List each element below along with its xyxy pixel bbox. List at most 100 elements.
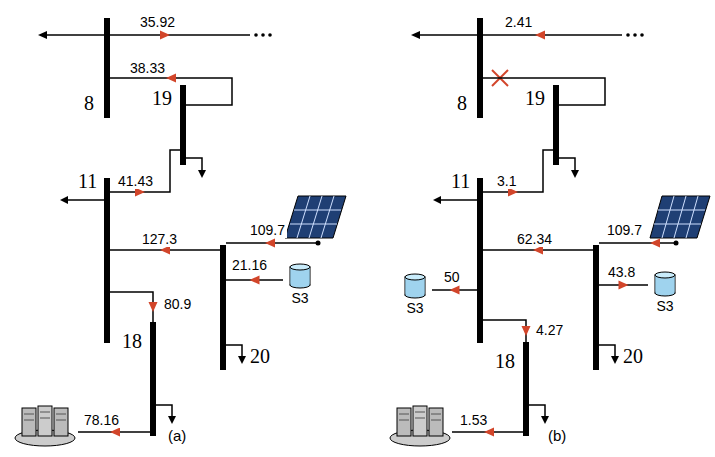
bus-number: 19	[152, 87, 172, 109]
drawing-polygon	[60, 196, 68, 204]
drawing-line	[40, 418, 50, 419]
drawing-polygon	[611, 356, 619, 364]
solar-panel	[650, 196, 710, 238]
drawing-rect	[54, 408, 68, 436]
drawing-line	[56, 420, 66, 421]
drawing-line	[599, 242, 676, 244]
drawing-line	[439, 199, 477, 201]
flow-value: 78.16	[82, 412, 121, 428]
drawing-polygon	[541, 416, 549, 424]
drawing-line	[309, 196, 322, 238]
drawing-line	[110, 34, 250, 36]
bus-number: 8	[457, 92, 467, 114]
storage-name: S3	[648, 298, 682, 314]
drawing-circle	[254, 33, 258, 37]
drawing-g	[110, 31, 660, 437]
flow-connector	[110, 292, 158, 322]
drawing-circle	[316, 241, 321, 246]
panel-caption: (a)	[166, 428, 188, 444]
drawing-circle	[633, 33, 637, 37]
bus-bar: 19	[180, 85, 186, 165]
data-center	[15, 406, 75, 446]
drawing-line	[297, 196, 310, 238]
flow-value: 43.8	[606, 264, 637, 280]
drawing-polygon	[650, 239, 660, 248]
drawing-polygon	[265, 239, 275, 248]
panel-caption: (b)	[546, 428, 568, 444]
storage-unit: S3	[398, 272, 432, 318]
bus-bar: 18	[523, 342, 529, 436]
bus-bar: 8	[477, 18, 483, 118]
flow-connector	[110, 150, 180, 197]
flow-connector	[599, 281, 648, 290]
drawing-circle	[268, 33, 272, 37]
storage-icon	[283, 262, 317, 289]
bus-bar: 11	[477, 178, 483, 343]
drawing-line	[44, 34, 104, 36]
bus-number: 8	[84, 92, 94, 114]
flow-value: 109.7	[248, 222, 287, 238]
arrow-head	[166, 74, 176, 83]
storage-name: S3	[398, 300, 432, 316]
flow-line	[110, 292, 153, 322]
drawing-rect	[413, 406, 427, 436]
flow-value: 4.27	[534, 322, 565, 338]
flow-line	[483, 150, 553, 192]
drawing-line	[686, 196, 698, 238]
bus-number: 19	[525, 87, 545, 109]
bus-number: 18	[122, 330, 142, 352]
flow-value: 35.92	[138, 14, 177, 30]
flow-line	[483, 320, 526, 342]
storage-unit: S3	[283, 262, 317, 308]
drawing-line	[66, 199, 104, 201]
drawing-line	[321, 196, 334, 238]
drawing-g	[38, 31, 679, 424]
drawing-rect	[429, 408, 443, 436]
flow-value: 50	[442, 269, 462, 285]
drawing-line	[399, 420, 409, 421]
solar-panel	[285, 196, 346, 238]
arrow-head	[450, 286, 460, 295]
drawing-line	[24, 414, 34, 415]
drawing-polygon	[238, 356, 246, 364]
drawing-path	[559, 158, 575, 172]
bus-number: 20	[623, 345, 643, 367]
bus-bar: 18	[150, 322, 156, 436]
drawing-g	[290, 196, 341, 238]
drawing-circle	[626, 33, 630, 37]
flow-value: 41.43	[116, 173, 155, 189]
drawing-polygon	[571, 170, 579, 178]
bus-bar: 20	[593, 245, 599, 370]
flow-value: 21.16	[230, 257, 269, 273]
flow-value: 2.41	[503, 14, 534, 30]
drawing-polygon	[38, 31, 47, 39]
drawing-polygon	[650, 196, 710, 238]
cylinder-top	[655, 272, 675, 278]
storage-icon	[398, 272, 432, 299]
drawing-line	[415, 418, 425, 419]
storage-icon	[648, 270, 682, 297]
drawing-g	[654, 196, 705, 238]
drawing-polygon	[110, 428, 120, 437]
flow-connector	[483, 320, 531, 342]
data-center	[390, 406, 450, 446]
bus-bar: 19	[553, 85, 559, 165]
arrow-head	[619, 281, 629, 290]
drawing-g	[399, 412, 441, 420]
drawing-polygon	[160, 31, 170, 40]
flow-value: 109.7	[605, 222, 644, 238]
drawing-g	[24, 412, 66, 420]
flow-connector	[226, 276, 283, 285]
drawing-line	[431, 414, 441, 415]
drawing-line	[40, 412, 50, 413]
flow-value: 1.53	[458, 412, 489, 428]
drawing-rect	[22, 408, 36, 436]
drawing-circle	[261, 33, 265, 37]
arrow-head	[149, 302, 158, 312]
cylinder-top	[405, 274, 425, 280]
storage-unit: S3	[648, 270, 682, 316]
drawing-polygon	[285, 196, 346, 238]
drawing-line	[417, 34, 477, 36]
flow-connector	[432, 286, 477, 295]
